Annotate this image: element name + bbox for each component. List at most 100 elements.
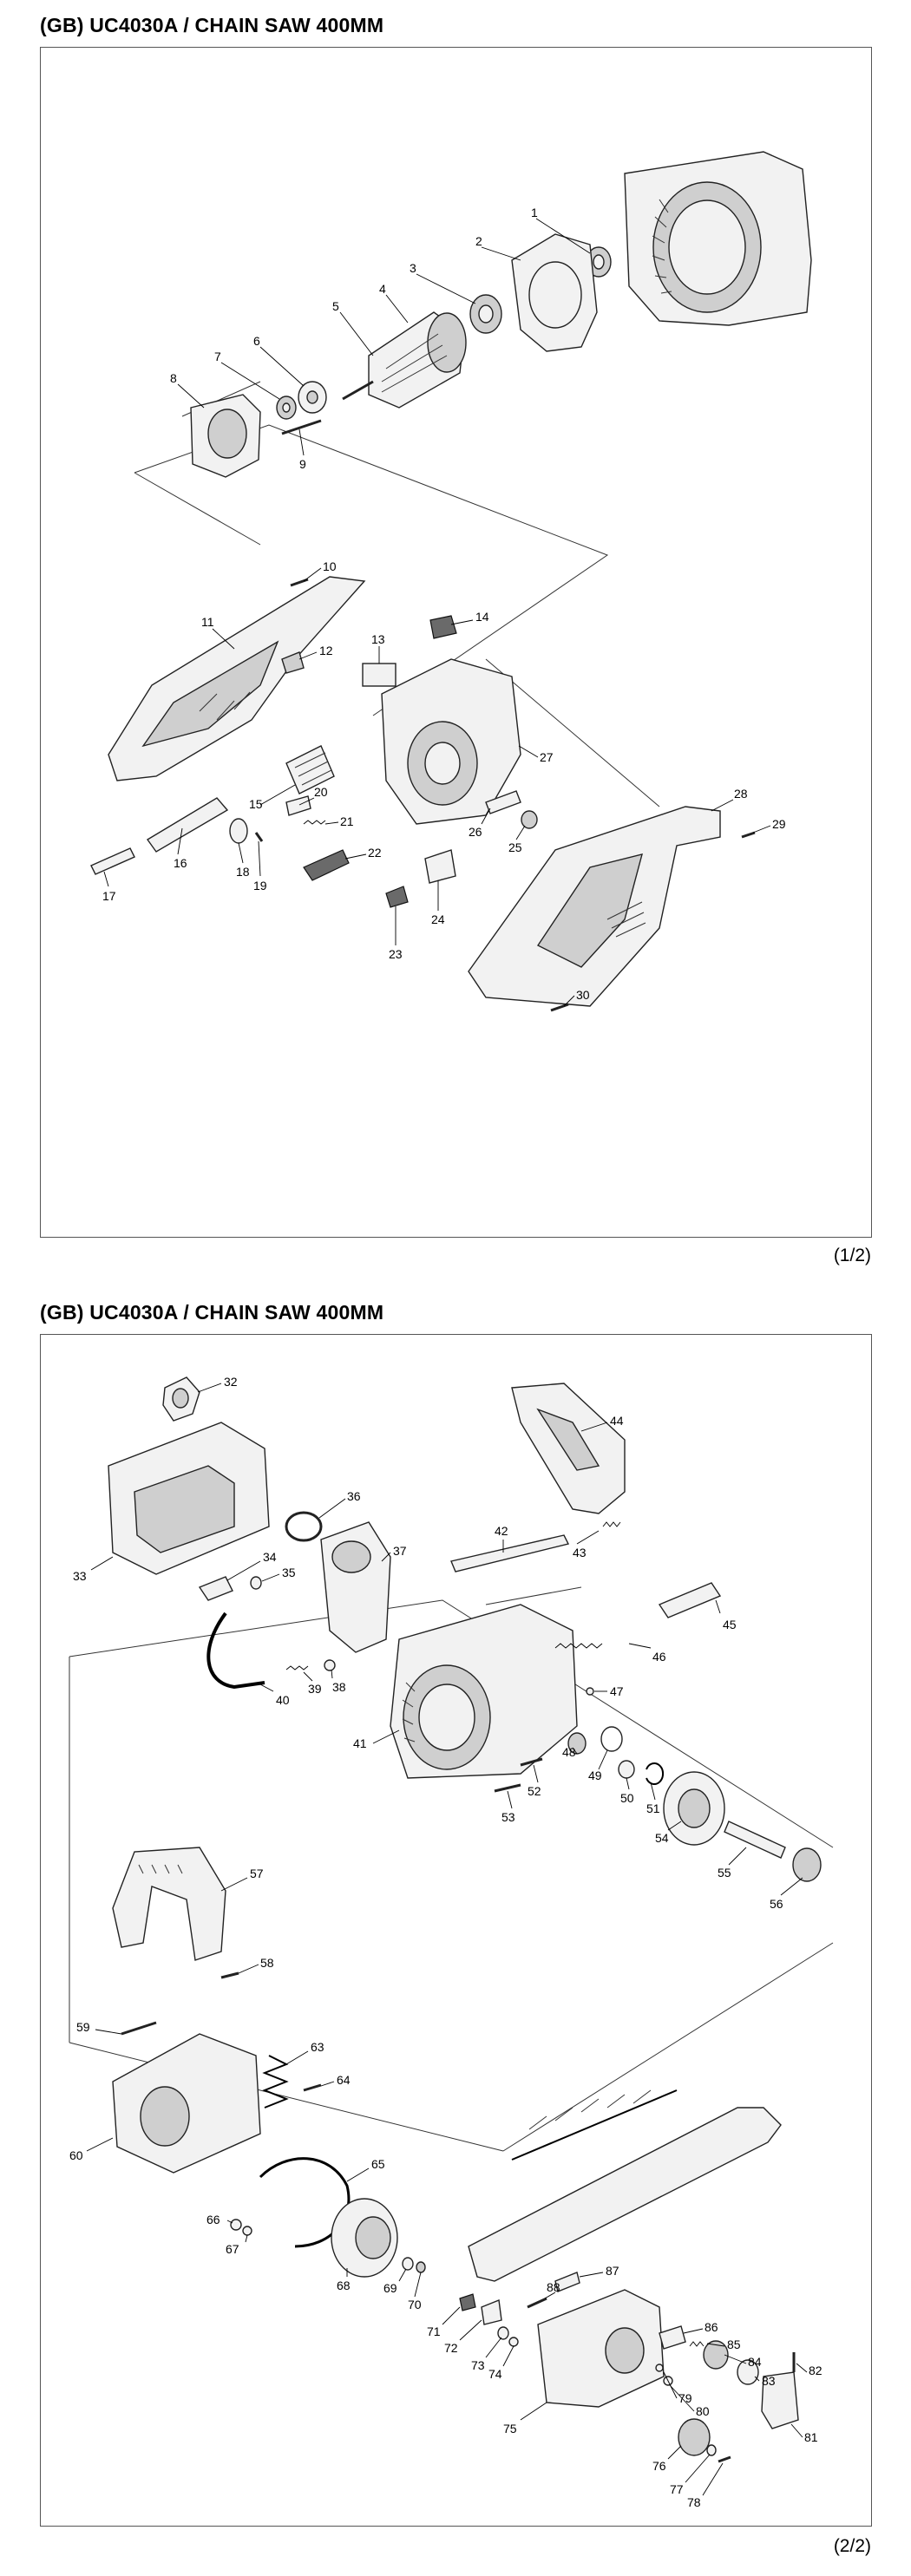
o-ring-part-36	[285, 1511, 323, 1542]
part-label: 39	[308, 1682, 322, 1696]
ring-part-35	[250, 1576, 262, 1590]
page-indicator-2: (2/2)	[833, 2536, 871, 2556]
part-label: 12	[319, 644, 333, 657]
tube-part-40	[206, 1612, 265, 1690]
part-label: 79	[678, 2391, 692, 2405]
bearing-part-56	[792, 1847, 822, 1882]
part-label: 20	[314, 785, 328, 799]
part-label: 45	[723, 1618, 737, 1631]
part-label: 16	[174, 856, 187, 870]
part-42	[450, 1534, 570, 1572]
part-label: 80	[696, 2404, 710, 2418]
gear-part-84	[703, 2340, 729, 2370]
part-26	[485, 790, 521, 814]
spring-part-39	[285, 1665, 309, 1670]
part-label: 25	[508, 840, 522, 854]
part-label: 81	[804, 2430, 818, 2444]
part-label: 64	[337, 2073, 351, 2087]
part-66	[230, 2219, 242, 2231]
part-label: 66	[206, 2213, 220, 2226]
part-20	[285, 795, 311, 816]
assembly-guide-line	[485, 658, 660, 807]
part-label: 4	[379, 282, 386, 296]
part-label: 59	[76, 2020, 90, 2034]
part-label: 33	[73, 1569, 87, 1583]
part-label: 87	[606, 2264, 619, 2278]
part-label: 72	[444, 2341, 458, 2355]
front-handle-part-57	[112, 1847, 226, 1961]
part-label: 2	[475, 234, 482, 248]
part-label: 52	[528, 1784, 541, 1798]
part-label: 8	[170, 371, 177, 385]
spring-part-85	[689, 2341, 705, 2347]
screw-part-64	[303, 2083, 322, 2092]
armature-part-5	[342, 311, 467, 409]
part-label: 56	[770, 1897, 783, 1911]
part-67	[242, 2226, 252, 2236]
screw-part-78	[718, 2455, 731, 2463]
part-24	[424, 849, 456, 884]
screw-part-19	[254, 832, 264, 842]
screw-part-30	[550, 1003, 569, 1012]
part-45	[658, 1582, 722, 1618]
part-label: 7	[214, 350, 221, 363]
switch-part-14	[429, 615, 457, 639]
baffle-plate-part-2	[511, 233, 598, 352]
lock-lever-part-12	[281, 651, 305, 674]
part-label: 68	[337, 2279, 351, 2292]
sprocket-part-68	[331, 2198, 398, 2278]
shaft-part-55	[724, 1821, 786, 1859]
cover-part-60	[112, 2033, 261, 2174]
part-label: 19	[253, 879, 267, 892]
assembly-guide-line	[502, 1942, 834, 2152]
part-32	[162, 1376, 200, 1422]
part-label: 32	[224, 1375, 238, 1389]
part-72	[481, 2299, 502, 2325]
part-label: 17	[102, 889, 116, 903]
part-label: 71	[427, 2324, 441, 2338]
motor-housing-part-27	[381, 658, 521, 825]
part-79	[655, 2364, 664, 2372]
part-label: 74	[488, 2367, 502, 2381]
part-23	[385, 886, 409, 908]
tank-cover-part-33	[108, 1422, 270, 1575]
part-label: 34	[263, 1550, 277, 1564]
assembly-guide-line	[69, 1599, 834, 1848]
elbow-part-34	[198, 1576, 233, 1601]
insulation-washer-part-6	[298, 381, 327, 414]
filter-part-15	[285, 745, 335, 794]
part-label: 44	[610, 1414, 624, 1428]
part-label: 3	[410, 261, 416, 275]
screw-part-52	[520, 1757, 543, 1767]
leader-lines-2	[86, 1383, 808, 2496]
assembly-guide-line	[485, 1586, 582, 1605]
part-label: 57	[250, 1867, 264, 1880]
part-69	[402, 2257, 414, 2271]
switch-lever-part-22	[303, 849, 350, 881]
part-77	[706, 2444, 717, 2456]
part-label: 67	[226, 2242, 239, 2256]
part-label: 21	[340, 814, 354, 828]
part-label: 42	[495, 1524, 508, 1538]
part-86	[659, 2325, 686, 2350]
part-label: 48	[562, 1745, 576, 1759]
spring-part-46	[554, 1643, 603, 1649]
part-47	[586, 1687, 594, 1696]
page-indicator-1: (1/2)	[833, 1246, 871, 1265]
part-87	[554, 2272, 580, 2292]
ball-bearing-part-3	[469, 294, 502, 334]
gear-housing-part-41	[390, 1604, 578, 1779]
assembly-guide-line	[134, 472, 261, 546]
part-74	[508, 2337, 519, 2347]
part-63	[262, 2055, 289, 2109]
part-label: 5	[332, 299, 339, 313]
screw-part-59	[121, 2021, 157, 2036]
part-label: 73	[471, 2358, 485, 2372]
part-label: 38	[332, 1680, 346, 1694]
part-label: 1	[531, 206, 538, 219]
part-label: 83	[762, 2374, 776, 2388]
guide-bar-chain	[468, 2089, 782, 2282]
spring-part-21	[303, 820, 326, 825]
brake-band-part-65	[259, 2157, 351, 2248]
